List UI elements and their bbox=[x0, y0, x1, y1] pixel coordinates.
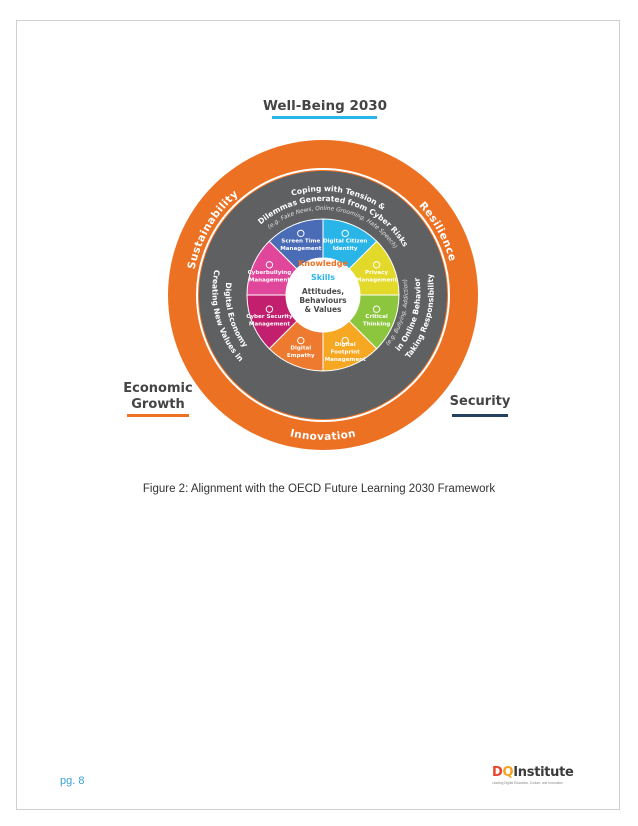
logo-tagline: Leading Digital Education, Culture, and … bbox=[492, 781, 563, 785]
economic-label-line2: Growth bbox=[131, 397, 185, 412]
segment-label: Footprint bbox=[331, 350, 361, 356]
page-border bbox=[16, 20, 620, 810]
center-skills: Skills bbox=[311, 273, 335, 282]
lock-icon bbox=[372, 261, 381, 269]
dq-institute-logo: DQInstitute Leading Digital Education, C… bbox=[492, 765, 574, 786]
segment-label: Critical bbox=[365, 314, 387, 320]
center-attitudes-line2: Behaviours bbox=[299, 296, 347, 305]
security-underline bbox=[452, 414, 508, 417]
security-label: Security bbox=[450, 394, 511, 409]
segment-label: Digital Citizen bbox=[323, 238, 367, 244]
segment-label: Cyberbullying bbox=[248, 270, 292, 276]
economic-underline bbox=[127, 414, 189, 417]
shield-icon bbox=[265, 261, 274, 269]
segment-label: Management bbox=[249, 277, 291, 283]
segment-label: Management bbox=[325, 357, 367, 363]
segment-label: Empathy bbox=[287, 353, 315, 359]
lightbulb-icon bbox=[372, 305, 381, 313]
center-knowledge: Knowledge bbox=[298, 259, 348, 268]
center-attitudes-line3: & Values bbox=[304, 305, 342, 314]
segment-label: Management bbox=[280, 246, 322, 252]
center-attitudes-line1: Attitudes, bbox=[302, 287, 344, 296]
segment-label: Screen Time bbox=[281, 238, 320, 244]
well-being-title: Well-Being 2030 bbox=[263, 98, 387, 114]
segment-label: Thinking bbox=[363, 322, 390, 328]
segment-label: Cyber Security bbox=[246, 314, 293, 320]
segment-label: Privacy bbox=[365, 270, 389, 276]
figure-caption: Figure 2: Alignment with the OECD Future… bbox=[142, 483, 496, 495]
well-being-underline bbox=[272, 116, 377, 119]
globe-icon bbox=[341, 229, 349, 238]
center-circle bbox=[286, 258, 360, 332]
segment-label: Digital bbox=[335, 342, 356, 348]
segment-label: Identity bbox=[333, 246, 358, 252]
outer-ring-inner-line bbox=[196, 168, 450, 422]
economic-label-line1: Economic bbox=[123, 381, 192, 396]
segment-label: Management bbox=[356, 277, 398, 283]
segment-label: Digital bbox=[290, 346, 311, 352]
page-number: pg. 8 bbox=[60, 775, 85, 787]
oecd-framework-diagram: Well-Being 2030 Economic Growth Security… bbox=[123, 98, 511, 450]
segment-label: Management bbox=[249, 322, 291, 328]
key-icon bbox=[265, 305, 274, 313]
clock-icon bbox=[297, 229, 305, 238]
heart-icon bbox=[297, 336, 305, 345]
innovation-label: Innovation bbox=[289, 427, 357, 443]
footprint-icon bbox=[341, 336, 349, 345]
